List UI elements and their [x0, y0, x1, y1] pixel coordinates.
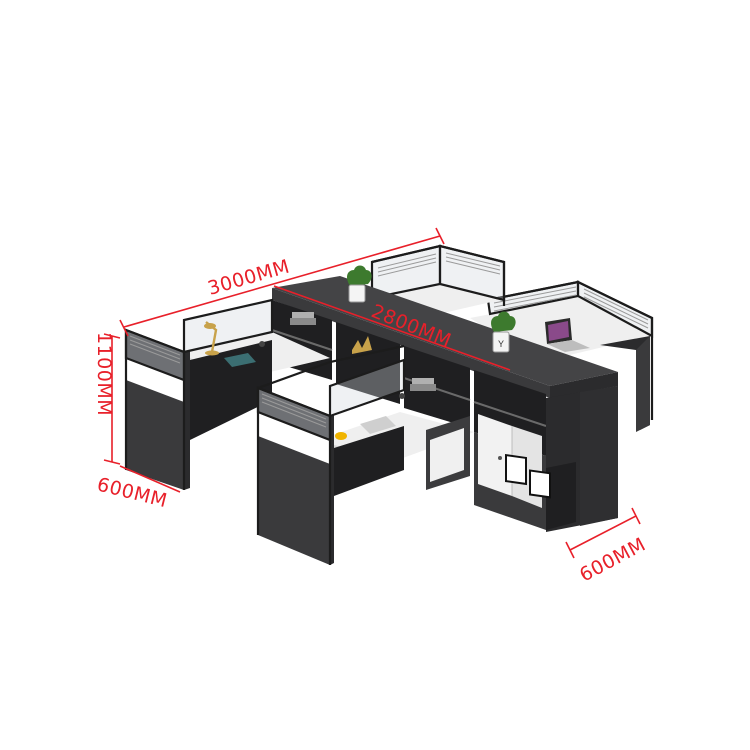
plant-right: Y [491, 311, 516, 353]
back-middle-desk [370, 244, 506, 316]
dimension-height-1100: 1100MM [93, 332, 121, 465]
left-desk [124, 298, 330, 490]
plant-left [347, 265, 372, 303]
svg-text:Y: Y [498, 339, 504, 349]
height-label: 1100MM [93, 332, 115, 416]
central-cabinet-spine [271, 276, 618, 532]
front-desk [256, 344, 474, 565]
